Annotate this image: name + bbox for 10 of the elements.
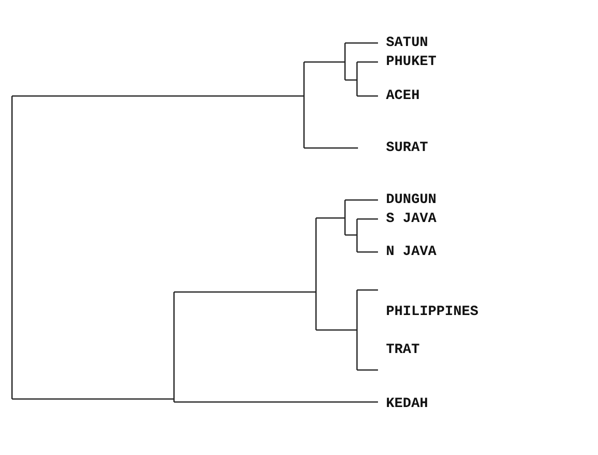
leaf-label: PHILIPPINES [386,304,478,320]
leaf-label: ACEH [386,88,420,104]
leaf-label: SATUN [386,35,428,51]
leaf-label: KEDAH [386,396,428,412]
leaf-label: SURAT [386,140,428,156]
leaf-label: PHUKET [386,54,436,70]
leaf-label: TRAT [386,342,420,358]
leaf-label: DUNGUN [386,192,436,208]
leaf-label: S JAVA [386,211,436,227]
leaf-label: N JAVA [386,244,436,260]
